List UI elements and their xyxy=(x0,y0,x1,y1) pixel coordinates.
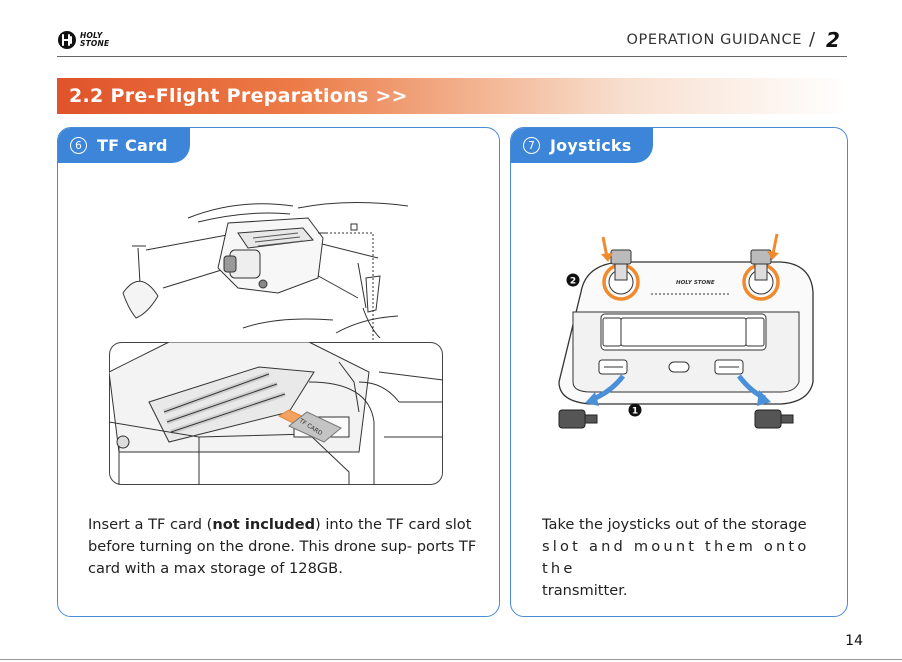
tf-card-text-before: Insert a TF card ( xyxy=(88,516,213,533)
joysticks-tab: 7 Joysticks xyxy=(511,128,654,163)
joysticks-instructions: Take the joysticks out of the storage sl… xyxy=(542,514,832,602)
callout-1: 1 xyxy=(632,407,638,417)
header-slash: / xyxy=(809,29,816,50)
tf-card-instructions: Insert a TF card (not included) into the… xyxy=(88,514,480,580)
joysticks-text-line-2: slot and mount them onto the xyxy=(542,538,810,577)
joysticks-heading: Joysticks xyxy=(550,136,632,155)
section-banner: 2.2 Pre-Flight Preparations >> xyxy=(57,78,847,114)
tf-card-heading: TF Card xyxy=(97,136,168,155)
controller-illustration: 2 1 HOLY STONE xyxy=(558,233,814,429)
logo-wordmark: HOLY STONE xyxy=(80,32,109,48)
holy-stone-logo-icon xyxy=(58,31,76,49)
drone-illustration xyxy=(122,201,408,338)
header-rule xyxy=(57,56,847,57)
section-title: 2.2 Pre-Flight Preparations >> xyxy=(69,85,408,107)
controller-logo: HOLY STONE xyxy=(676,280,715,286)
step-number-badge: 6 xyxy=(70,137,87,154)
header-guide-title: OPERATION GUIDANCE xyxy=(626,32,802,48)
logo-line-1: HOLY xyxy=(80,31,103,40)
joysticks-text-line-3: transmitter. xyxy=(542,582,628,599)
tf-card-panel: 6 TF Card xyxy=(57,127,500,617)
tf-card-text-after: ) into the TF card slot before turning o… xyxy=(88,516,477,577)
page-number: 14 xyxy=(845,633,863,649)
joysticks-panel: 7 Joysticks xyxy=(510,127,848,617)
chapter-number: 2 xyxy=(826,28,840,52)
logo-line-2: STONE xyxy=(80,39,110,48)
tf-card-tab: 6 TF Card xyxy=(58,128,190,163)
tf-slot-closeup: TF CARD xyxy=(109,342,443,485)
step-number-badge: 7 xyxy=(523,137,540,154)
holy-stone-logo: HOLY STONE xyxy=(57,30,109,50)
joysticks-text-line-1: Take the joysticks out of the storage xyxy=(542,516,807,533)
footer-rule xyxy=(0,659,902,660)
callout-2: 2 xyxy=(570,277,576,287)
tf-card-text-bold: not included xyxy=(212,516,316,533)
leader-line xyxy=(372,298,374,348)
